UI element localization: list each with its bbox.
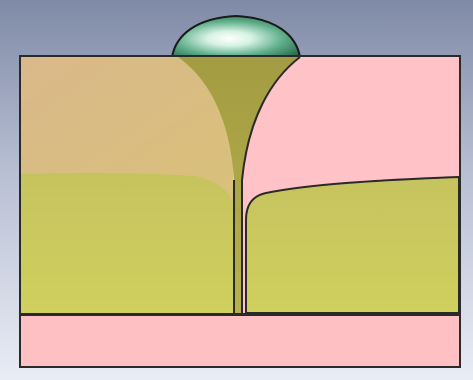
right-lower-region — [246, 177, 459, 313]
left-lower-region — [21, 173, 233, 313]
base-block — [20, 315, 460, 367]
